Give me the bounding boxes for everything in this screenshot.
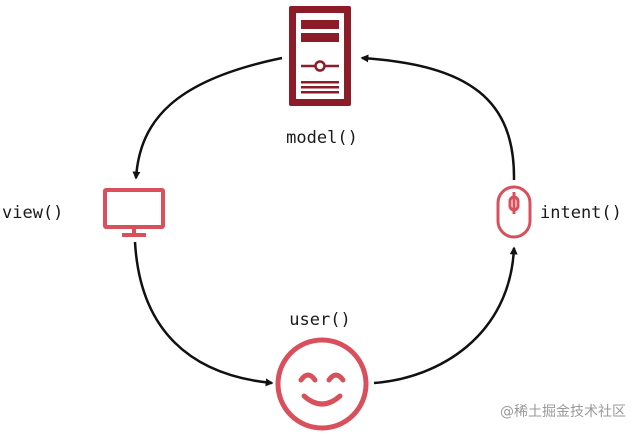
model-label: model(): [286, 128, 358, 148]
monitor-icon: [103, 188, 165, 237]
arrow-intent-to-model: [360, 54, 516, 181]
smiley-face-icon: [275, 337, 369, 431]
arrow-view-to-user: [133, 241, 274, 387]
watermark-text: @稀土掘金技术社区: [500, 404, 626, 420]
arrow-user-to-intent: [373, 246, 518, 385]
cycle-arrows: [132, 54, 518, 387]
intent-label: intent(): [540, 203, 622, 223]
user-label: user(): [289, 310, 350, 330]
mouse-icon: [496, 185, 532, 239]
arrow-model-to-view: [132, 56, 283, 180]
view-label: view(): [2, 203, 63, 223]
server-icon: [289, 6, 351, 106]
